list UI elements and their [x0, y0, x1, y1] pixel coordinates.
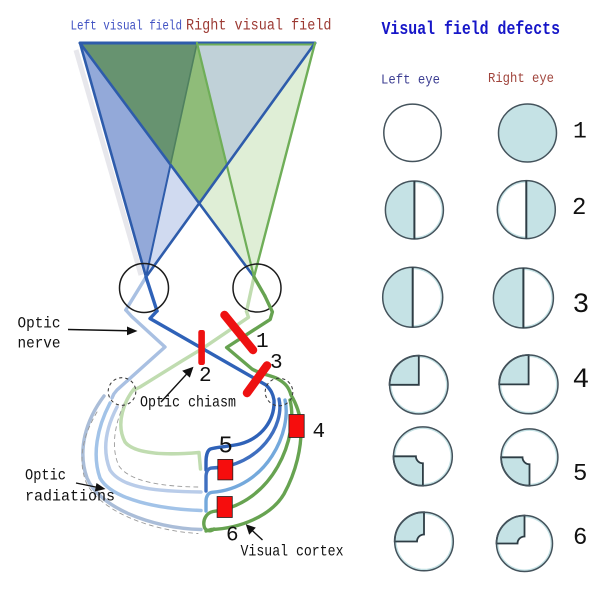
svg-text:Left visual field: Left visual field	[71, 19, 183, 35]
svg-text:3: 3	[573, 290, 590, 321]
svg-text:Visual cortex: Visual cortex	[241, 543, 344, 561]
svg-text:5: 5	[219, 434, 233, 461]
svg-text:Optic chiasm: Optic chiasm	[140, 394, 236, 412]
svg-text:5: 5	[573, 461, 587, 488]
svg-text:Left eye: Left eye	[381, 74, 440, 89]
svg-text:2: 2	[572, 195, 586, 222]
svg-text:1: 1	[573, 119, 587, 145]
svg-text:4: 4	[313, 421, 326, 444]
svg-text:Right eye: Right eye	[488, 72, 554, 87]
svg-text:Optic: Optic	[25, 467, 66, 485]
svg-text:4: 4	[573, 365, 590, 396]
svg-text:radiations: radiations	[25, 488, 115, 506]
svg-text:6: 6	[226, 525, 239, 548]
svg-text:Optic: Optic	[18, 315, 61, 333]
svg-text:1: 1	[256, 331, 269, 354]
svg-text:Visual field defects: Visual field defects	[382, 20, 561, 40]
svg-text:6: 6	[573, 525, 587, 552]
svg-text:2: 2	[199, 365, 212, 388]
svg-text:Right visual field: Right visual field	[186, 17, 332, 35]
svg-text:3: 3	[270, 352, 283, 375]
svg-text:nerve: nerve	[18, 335, 61, 353]
